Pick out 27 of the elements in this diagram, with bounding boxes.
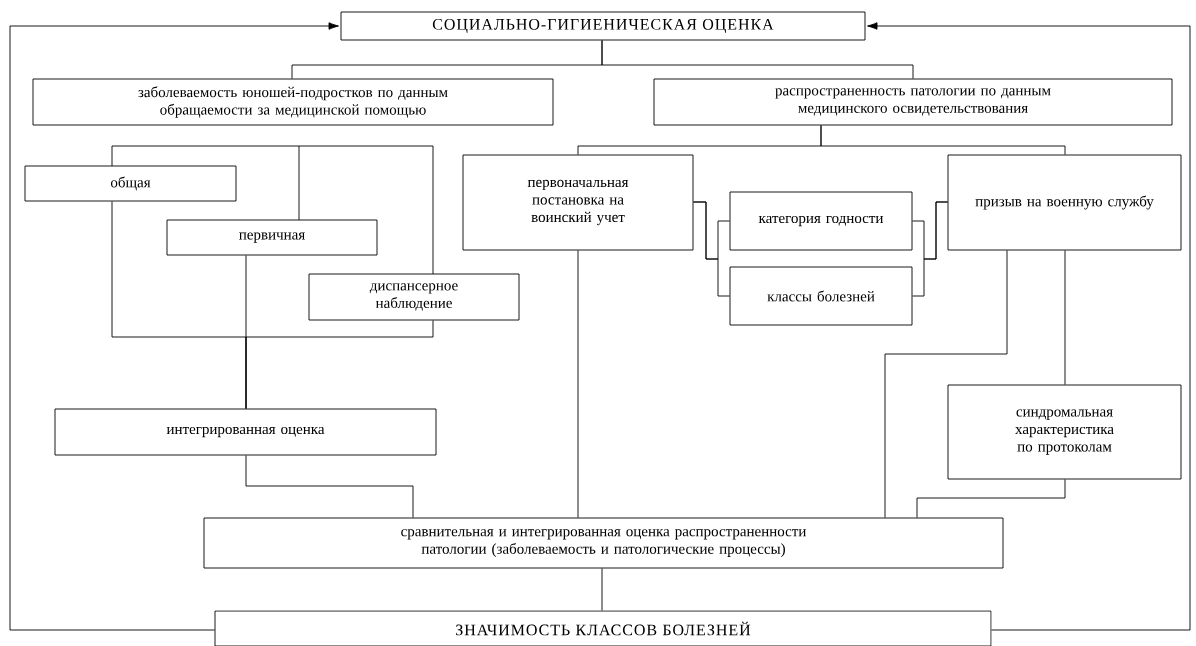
connector-line (884, 250, 1008, 518)
connector-line (577, 250, 579, 518)
process-box: распространенность патологии по данным медицинского освидетельствования (653, 78, 1173, 126)
connector-line (820, 125, 1066, 155)
process-box: синдромальная характеристика по протоколам (947, 384, 1182, 480)
connector-line (912, 201, 948, 297)
arrow (867, 22, 1191, 631)
connector-line (245, 455, 414, 518)
process-box: первоначальная постановка на воинский учет (462, 154, 694, 251)
connector-line (693, 201, 730, 297)
heading-box: ЗНАЧИМОСТЬ КЛАССОВ БОЛЕЗНЕЙ (214, 610, 992, 646)
process-box: сравнительная и интегрированная оценка распространенности патологии (заболеваемость и патологические процессы) (203, 517, 1004, 569)
process-box: диспансерное наблюдение (308, 273, 520, 321)
heading-box: СОЦИАЛЬНО-ГИГИЕНИЧЕСКАЯ ОЦЕНКА (340, 11, 866, 41)
connector-line (916, 479, 1066, 518)
process-box: заболеваемость юношей-подростков по данным обращаемости за медицинской помощью (32, 78, 554, 126)
process-box: первичная (166, 219, 378, 256)
process-box: интегрированная оценка (54, 408, 437, 456)
arrow (9, 22, 339, 631)
process-box: общая (24, 165, 237, 202)
connector-line (1064, 250, 1066, 385)
process-box: призыв на военную службу (947, 154, 1182, 251)
connector-line (601, 40, 914, 79)
process-box: категория годности (729, 191, 913, 251)
process-box: классы болезней (729, 266, 913, 326)
connector-line (245, 320, 434, 409)
connector-line (601, 568, 603, 611)
